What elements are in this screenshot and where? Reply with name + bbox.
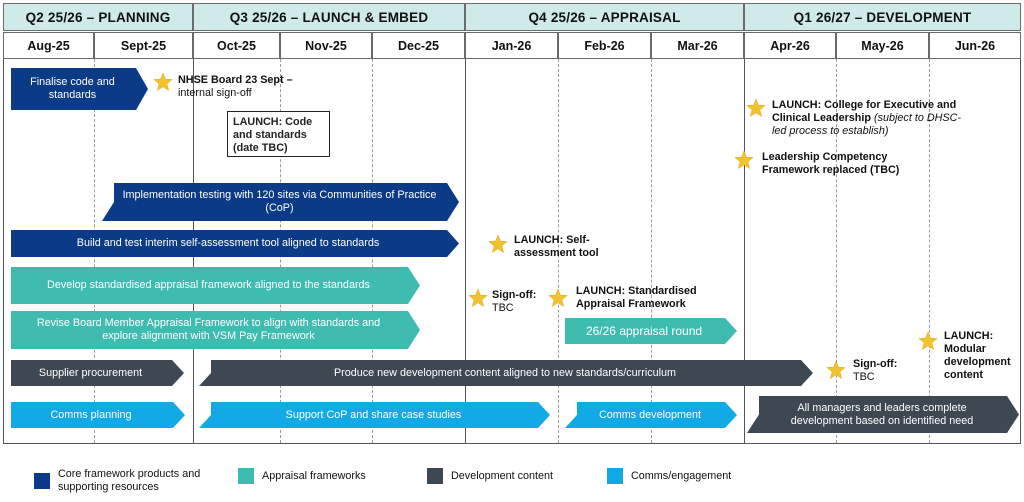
milestone-detail: TBC <box>853 371 875 383</box>
bar-label: Produce new development content aligned … <box>333 366 677 379</box>
month-header: Sept-25 <box>94 32 193 59</box>
quarter-header-q4: Q4 25/26 – APPRAISAL <box>465 3 744 31</box>
legend-label: Development content <box>451 469 554 482</box>
quarter-header-q3: Q3 25/26 – LAUNCH & EMBED <box>193 3 465 31</box>
bar-comms-development: Comms development <box>565 402 737 428</box>
legend-label: Appraisal frameworks <box>262 469 366 482</box>
quarter-header-q2: Q2 25/26 – PLANNING <box>3 3 193 31</box>
star-icon <box>746 98 766 118</box>
bar-support-cop: Support CoP and share case studies <box>199 402 550 428</box>
milestone-college-launch: LAUNCH: College for Executive and Clinic… <box>772 99 972 138</box>
month-header: Feb-26 <box>558 32 651 59</box>
bar-label: 26/26 appraisal round <box>585 323 703 338</box>
legend-item-appraisal: Appraisal frameworks <box>238 468 366 484</box>
star-icon <box>488 234 508 254</box>
milestone-detail: (subject to DHSC-led process to establis… <box>772 112 962 137</box>
milestone-detail: internal sign-off <box>178 87 252 99</box>
bar-label: Develop standardised appraisal framework… <box>47 279 370 291</box>
grid-line <box>558 59 559 443</box>
grid-line <box>465 59 466 443</box>
bar-comms-planning: Comms planning <box>11 402 185 428</box>
star-icon <box>826 360 846 380</box>
bar-label: Supplier procurement <box>38 366 143 379</box>
month-header: Jan-26 <box>465 32 558 59</box>
bar-development-content: Produce new development content aligned … <box>199 360 813 386</box>
bar-finalise-code: Finalise code and standards <box>11 68 148 110</box>
grid-line <box>929 59 930 443</box>
grid-line <box>744 59 745 443</box>
bar-managers-development: All managers and leaders complete develo… <box>747 396 1019 433</box>
month-header: Oct-25 <box>193 32 280 59</box>
milestone-modular-content: LAUNCH: Modular development content <box>944 330 1020 382</box>
milestone-title: LAUNCH: Standardised Appraisal Framework <box>576 285 697 310</box>
legend-item-comms: Comms/engagement <box>607 468 731 484</box>
milestone-title: LAUNCH: Modular development content <box>944 330 1011 381</box>
month-header: May-26 <box>836 32 929 59</box>
grid-line <box>836 59 837 443</box>
legend-swatch <box>34 473 50 489</box>
milestone-title: LAUNCH: Self-assessment tool <box>514 234 599 259</box>
milestone-title: LAUNCH: Code and standards (date TBC) <box>233 116 313 154</box>
bar-label: All managers and leaders complete develo… <box>790 401 974 427</box>
month-header: Mar-26 <box>651 32 744 59</box>
month-header: Nov-25 <box>280 32 372 59</box>
bar-label: Implementation testing with 120 sites vi… <box>122 189 437 214</box>
bar-label: Support CoP and share case studies <box>285 408 462 421</box>
month-header: Jun-26 <box>929 32 1021 59</box>
milestone-title: NHSE Board 23 Sept – <box>178 74 293 86</box>
bar-label: Build and test interim self-assessment t… <box>76 237 380 249</box>
grid-line <box>651 59 652 443</box>
month-header: Dec-25 <box>372 32 465 59</box>
grid-line <box>3 443 1021 444</box>
legend-label: Core framework products and supporting r… <box>58 468 201 493</box>
bar-appraisal-framework: Develop standardised appraisal framework… <box>11 267 420 304</box>
milestone-self-assessment: LAUNCH: Self-assessment tool <box>514 234 614 260</box>
legend-item-core: Core framework products and supporting r… <box>34 468 208 494</box>
milestone-title: Sign-off: <box>492 289 537 301</box>
grid-line <box>1020 59 1021 443</box>
legend-label: Comms/engagement <box>631 469 732 482</box>
legend-swatch <box>427 468 443 484</box>
milestone-title: Leadership Competency Framework replaced… <box>762 151 900 176</box>
legend-swatch <box>238 468 254 484</box>
bar-self-assessment-tool: Build and test interim self-assessment t… <box>11 230 459 257</box>
milestone-title: LAUNCH: College for Executive and Clinic… <box>772 99 957 124</box>
bar-supplier-procurement: Supplier procurement <box>11 360 184 386</box>
star-icon <box>468 288 488 308</box>
legend-swatch <box>607 468 623 484</box>
month-header: Apr-26 <box>744 32 836 59</box>
milestone-code-standards-box: LAUNCH: Code and standards (date TBC) <box>227 111 330 157</box>
milestone-appraisal-launch: LAUNCH: Standardised Appraisal Framework <box>576 285 716 311</box>
quarter-header-q1: Q1 26/27 – DEVELOPMENT <box>744 3 1021 31</box>
month-header: Aug-25 <box>3 32 94 59</box>
milestone-nhse-board: NHSE Board 23 Sept – internal sign-off <box>178 74 348 100</box>
star-icon <box>734 150 754 170</box>
bar-appraisal-round: 26/26 appraisal round <box>565 318 737 344</box>
star-icon <box>918 331 938 351</box>
star-icon <box>153 72 173 92</box>
star-icon <box>548 288 568 308</box>
bar-label: Comms planning <box>50 408 132 421</box>
bar-implementation-testing: Implementation testing with 120 sites vi… <box>102 183 459 221</box>
legend-item-development: Development content <box>427 468 553 484</box>
bar-label: Finalise code and standards <box>30 76 115 101</box>
bar-label: Comms development <box>598 408 701 421</box>
bar-label: Revise Board Member Appraisal Framework … <box>36 317 381 342</box>
milestone-title: Sign-off: <box>853 358 898 370</box>
milestone-signoff-content: Sign-off: TBC <box>853 358 913 384</box>
milestone-lcf-replaced: Leadership Competency Framework replaced… <box>762 151 922 177</box>
milestone-detail: TBC <box>492 302 514 314</box>
bar-board-member-appraisal: Revise Board Member Appraisal Framework … <box>11 311 420 349</box>
milestone-signoff-appraisal: Sign-off: TBC <box>492 289 552 315</box>
grid-line <box>3 59 4 443</box>
